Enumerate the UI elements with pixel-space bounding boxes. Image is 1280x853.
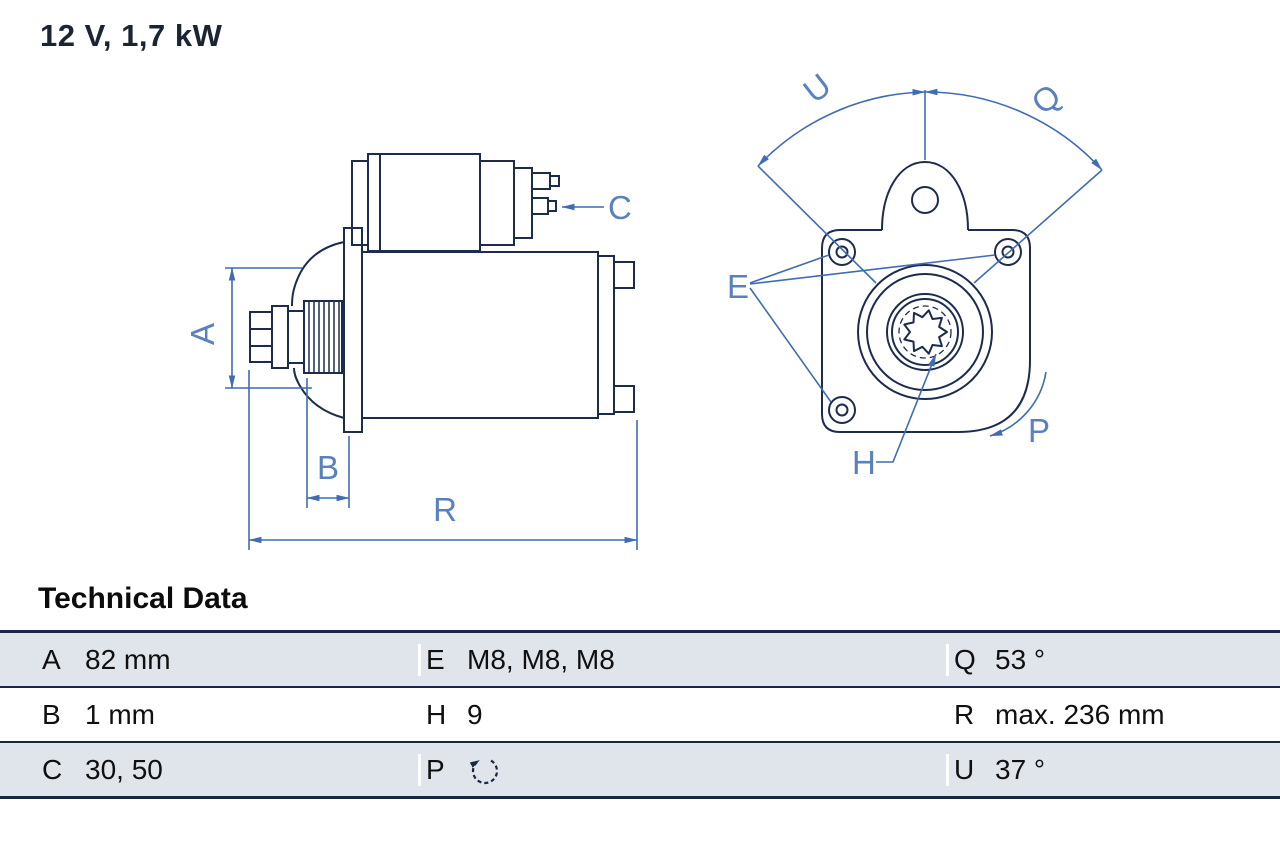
dimension-annotations — [225, 88, 1103, 550]
spec-key: H — [418, 699, 464, 731]
label-H: H — [852, 444, 876, 481]
spec-value: max. 236 mm — [995, 698, 1165, 730]
spec-key: E — [418, 644, 464, 676]
spec-value: 9 — [467, 698, 483, 730]
spec-value: 53 ° — [995, 643, 1046, 675]
table-row: B 1 mm H 9 R max. 236 mm — [0, 686, 1280, 741]
spec-key: C — [42, 753, 63, 785]
dimension-labels: A B C R U Q E H P — [184, 66, 1067, 528]
label-C: C — [608, 189, 632, 226]
spec-key: R — [946, 699, 992, 731]
spec-key: A — [42, 643, 61, 675]
spec-key: P — [418, 754, 464, 786]
side-view-drawing — [249, 153, 635, 433]
label-P: P — [1028, 412, 1050, 449]
label-A: A — [184, 323, 221, 345]
spec-value: 30, 50 — [85, 753, 163, 785]
label-U: U — [796, 66, 838, 110]
table-row: C 30, 50 P U 37 ° — [0, 741, 1280, 796]
table-row: A 82 mm E M8, M8, M8 Q 53 ° — [0, 633, 1280, 686]
spec-key: Q — [946, 644, 992, 676]
label-Q: Q — [1024, 76, 1067, 121]
spec-key: U — [946, 754, 992, 786]
spec-key: B — [42, 698, 61, 730]
label-B: B — [317, 449, 339, 486]
front-view-drawing — [821, 160, 1031, 433]
spec-value: M8, M8, M8 — [467, 643, 615, 675]
technical-data-heading: Technical Data — [38, 582, 248, 615]
spec-value: 37 ° — [995, 753, 1046, 785]
spec-value: 1 mm — [85, 698, 155, 730]
page-title: 12 V, 1,7 kW — [40, 18, 223, 53]
spec-value — [464, 752, 946, 787]
starter-motor-technical-drawing: A B C R U Q E H P — [184, 66, 1103, 550]
rotation-direction-icon — [469, 759, 499, 784]
label-R: R — [433, 491, 457, 528]
technical-data-table: A 82 mm E M8, M8, M8 Q 53 ° B 1 mm H 9 R… — [0, 630, 1280, 799]
label-E: E — [727, 268, 749, 305]
spec-value: 82 mm — [85, 643, 171, 675]
